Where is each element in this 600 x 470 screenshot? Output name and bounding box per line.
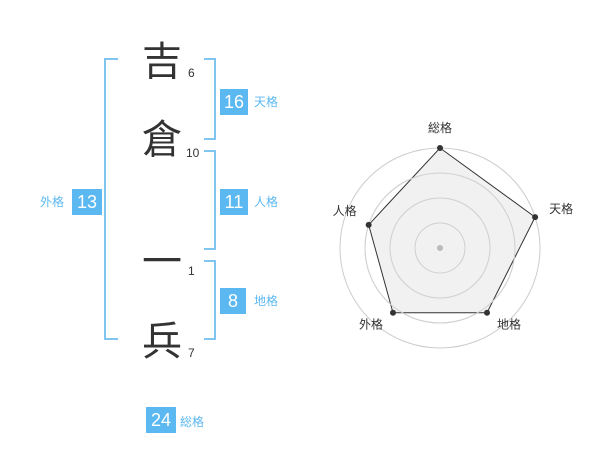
soukaku-label: 総格: [180, 415, 205, 429]
stroke-count-1: 6: [188, 66, 195, 80]
gaikaku-label: 外格: [40, 195, 65, 209]
radar-point-4: [389, 309, 396, 316]
tenkaku-value-badge: 16: [220, 89, 248, 115]
radar-point-2: [532, 214, 539, 221]
radar-axis-label: 総格: [428, 120, 452, 135]
jinkaku-label: 人格: [254, 195, 279, 209]
gaikaku-bracket: [104, 58, 118, 340]
stroke-count-4: 7: [188, 346, 195, 360]
chikaku-value-badge: 8: [220, 288, 246, 314]
stroke-count-2: 10: [186, 146, 200, 160]
radar-inner-ring: [364, 172, 516, 324]
radar-point-5: [365, 221, 372, 228]
soukaku-value-badge: 24: [146, 407, 176, 433]
tenkaku-bracket: [204, 58, 216, 140]
radar-inner-ring: [414, 222, 466, 274]
radar-center-dot: [437, 245, 443, 251]
radar-data-polygon: [368, 147, 536, 314]
chikaku-bracket: [204, 260, 216, 340]
radar-inner-ring: [389, 197, 491, 299]
tenkaku-label: 天格: [254, 95, 279, 109]
jinkaku-bracket: [204, 150, 216, 250]
name-char-4: 兵: [142, 319, 182, 365]
stroke-count-3: 1: [188, 264, 195, 278]
radar-axis-label: 天格: [549, 201, 573, 216]
radar-axis-label: 人格: [333, 203, 357, 218]
chikaku-label: 地格: [254, 294, 279, 308]
gaikaku-value-badge: 13: [72, 189, 102, 215]
jinkaku-value-badge: 11: [220, 189, 248, 215]
name-char-3: 一: [142, 239, 182, 285]
name-char-2: 倉: [142, 117, 182, 163]
radar-point-1: [437, 145, 443, 151]
radar-axis-label: 外格: [359, 317, 383, 332]
name-char-1: 吉: [142, 39, 182, 85]
radar-axis-label: 地格: [497, 317, 521, 332]
radar-point-3: [484, 309, 491, 316]
